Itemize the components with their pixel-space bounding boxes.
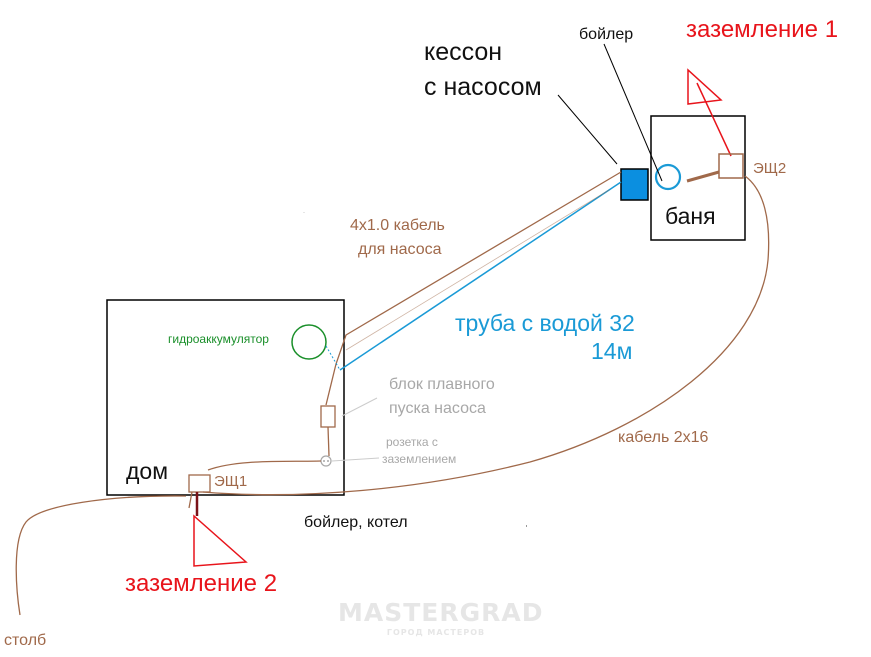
socket-pin-left xyxy=(323,460,325,462)
soft-start-box xyxy=(320,405,336,428)
boiler-kotel-label: бойлер, котел xyxy=(304,514,408,531)
grounding-1-wire xyxy=(696,82,732,157)
caisson-label-line1: кессон xyxy=(424,38,503,66)
grounding-2-label: заземление 2 xyxy=(125,570,278,597)
boiler-label: бойлер xyxy=(579,26,634,43)
accumulator-symbol xyxy=(291,324,327,360)
accumulator-link xyxy=(325,345,341,371)
cable-2x16-label: кабель 2x16 xyxy=(618,429,709,446)
pump-cable-secondary xyxy=(345,189,610,351)
watermark-brand: MASTERGRAD xyxy=(338,598,544,627)
mastergrad-watermark: MASTERGRAD ГОРОД МАСТЕРОВ xyxy=(338,598,544,637)
house-outline xyxy=(106,299,345,496)
caisson-pump-box xyxy=(620,168,649,201)
water-pipe-label-line1: труба с водой 32 xyxy=(455,310,635,336)
bathhouse-outline xyxy=(650,115,746,241)
soft-start-to-socket-wire xyxy=(327,426,330,457)
esh1-box xyxy=(188,474,211,493)
grounding-2-marker xyxy=(193,514,248,567)
bath-label: баня xyxy=(665,203,716,229)
water-pipe-line xyxy=(339,181,622,371)
house-label: дом xyxy=(126,458,169,484)
accumulator-label: гидроаккумулятор xyxy=(168,332,269,346)
watermark-tagline: ГОРОД МАСТЕРОВ xyxy=(386,628,486,637)
esh2-box xyxy=(718,153,744,179)
bath-boiler-symbol xyxy=(654,163,682,191)
soft-start-leader xyxy=(341,397,378,417)
esh2-label: ЭЩ2 xyxy=(753,160,787,177)
pole-cable-line xyxy=(15,495,187,616)
esh2-to-boiler-wire xyxy=(686,170,720,183)
water-pipe-label-line2: 14м xyxy=(591,338,633,364)
socket-label-line2: заземлением xyxy=(382,452,457,466)
socket-pin-right xyxy=(327,460,329,462)
esh1-label: ЭЩ1 xyxy=(214,473,248,490)
socket-label-line1: розетка с xyxy=(386,435,438,449)
boiler-kotel-wire xyxy=(188,491,193,509)
soft-start-label-line2: пуска насоса xyxy=(389,400,486,417)
grounding-1-marker xyxy=(687,68,723,105)
caisson-label-line2: с насосом xyxy=(424,73,542,101)
pump-cable-line xyxy=(325,171,622,406)
socket-to-esh1-wire xyxy=(207,460,322,471)
soft-start-label-line1: блок плавного xyxy=(389,376,495,393)
pole-label: столб xyxy=(4,632,47,649)
boiler-leader-line xyxy=(603,43,663,182)
caisson-leader-line xyxy=(557,94,618,165)
socket-leader xyxy=(331,457,380,462)
pump-cable-label-line2: для насоса xyxy=(358,241,442,258)
socket-symbol xyxy=(320,455,332,467)
pump-cable-label-line1: 4x1.0 кабель xyxy=(350,217,445,234)
cable-2x16-line xyxy=(202,175,770,496)
grounding-1-label: заземление 1 xyxy=(686,16,839,43)
